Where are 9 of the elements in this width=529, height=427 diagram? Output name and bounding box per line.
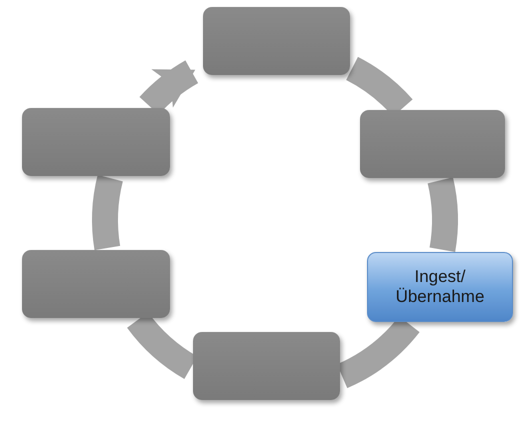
empty-box	[22, 250, 170, 318]
empty-box	[22, 108, 170, 176]
box-label: Ingest/ Übernahme	[394, 267, 486, 307]
cycle-connector	[92, 176, 123, 250]
empty-box	[360, 110, 505, 178]
cycle-connector	[428, 178, 458, 252]
empty-box	[203, 7, 350, 75]
empty-box	[193, 332, 340, 400]
process-box	[367, 252, 513, 322]
